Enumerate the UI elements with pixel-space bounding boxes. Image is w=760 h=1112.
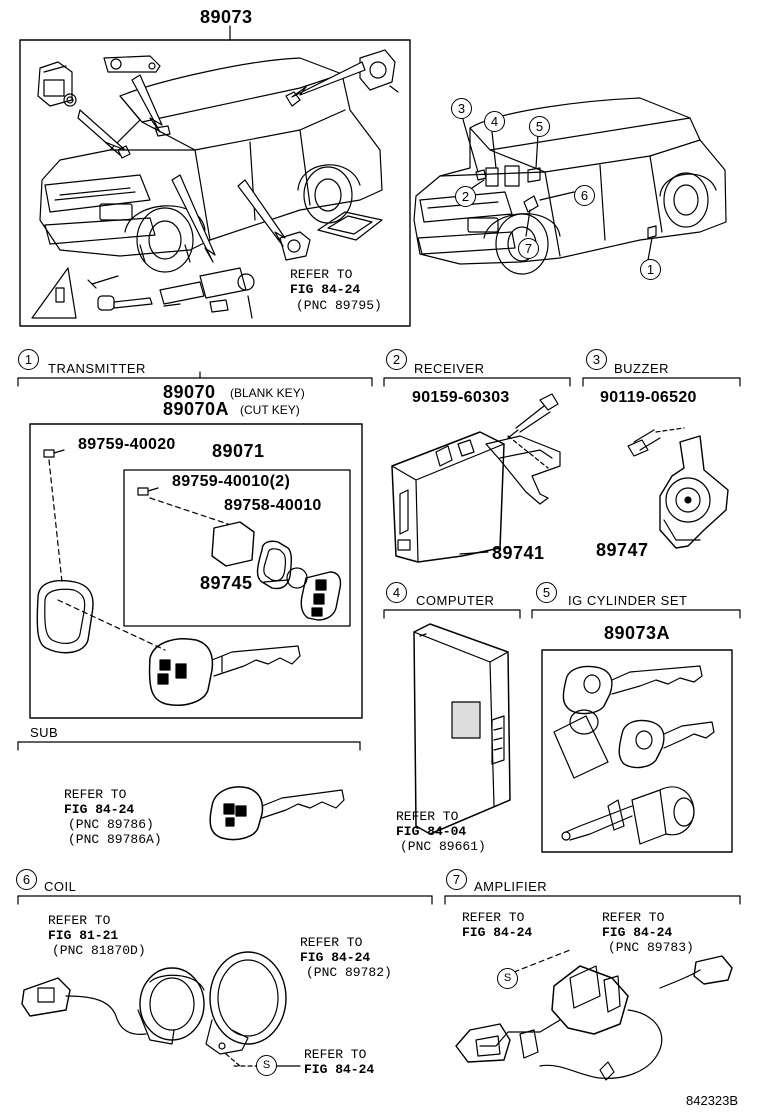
coil-refer-c-line: REFER TO: [304, 1047, 367, 1062]
receiver-drawing: [391, 393, 561, 563]
callout-4: 4: [484, 111, 505, 132]
transmitter-battery: 89745: [200, 573, 253, 593]
callout-5: 5: [529, 116, 550, 137]
computer-refer-line: FIG 84-04: [396, 824, 467, 839]
sub-refer-line: (PNC 89786A): [68, 832, 162, 847]
section-rules: [17, 371, 741, 905]
coil-refer-c-line: FIG 84-24: [304, 1062, 375, 1077]
overview-frame: [19, 25, 411, 327]
coil-title: COIL: [44, 879, 77, 894]
receiver-title: RECEIVER: [414, 361, 485, 376]
computer-title: COMPUTER: [416, 593, 495, 608]
ig-cylinder-title: IG CYLINDER SET: [568, 593, 688, 608]
buzzer-screw: 90119-06520: [600, 389, 697, 406]
coil-s-mark: S: [256, 1055, 277, 1076]
callout-3: 3: [451, 98, 472, 119]
transmitter-drawing: [29, 423, 363, 719]
coil-refer-a-line: FIG 81-21: [48, 928, 119, 943]
amplifier-refer-b-line: (PNC 89783): [608, 940, 694, 955]
amplifier-s-mark: S: [497, 968, 518, 989]
overview-refer-line: FIG 84-24: [290, 282, 361, 297]
right-vehicle-drawing: [413, 97, 727, 275]
callout-1: 1: [640, 259, 661, 280]
receiver-index: 2: [386, 349, 407, 370]
coil-refer-a-line: REFER TO: [48, 913, 111, 928]
sub-key-drawing: [209, 786, 345, 841]
receiver-bolt: 90159-60303: [412, 389, 510, 406]
buzzer-title: BUZZER: [614, 361, 669, 376]
coil-refer-a-line: (PNC 81870D): [52, 943, 146, 958]
buzzer-unit: 89747: [596, 540, 649, 560]
amplifier-refer-b-line: REFER TO: [602, 910, 665, 925]
amplifier-refer-b-line: FIG 84-24: [602, 925, 673, 940]
sub-refer-line: (PNC 89786): [68, 817, 154, 832]
transmitter-sub-assy: 89071: [212, 441, 265, 461]
computer-refer-line: (PNC 89661): [400, 839, 486, 854]
amplifier-drawing: [455, 949, 733, 1081]
overview-component-sketches: [31, 49, 399, 319]
overview-refer-line: REFER TO: [290, 267, 353, 282]
transmitter-pad: 89758-40010: [224, 497, 322, 514]
amplifier-title: AMPLIFIER: [474, 879, 548, 894]
computer-refer-line: REFER TO: [396, 809, 459, 824]
transmitter-part-blank-note: (BLANK KEY): [230, 386, 305, 400]
computer-drawing: [413, 623, 511, 835]
amplifier-refer-a-line: REFER TO: [462, 910, 525, 925]
sub-title: SUB: [30, 725, 59, 740]
buzzer-index: 3: [586, 349, 607, 370]
transmitter-index: 1: [18, 349, 39, 370]
transmitter-screw-inner: 89759-40010(2): [172, 473, 291, 490]
coil-index: 6: [16, 869, 37, 890]
transmitter-screw-outer: 89759-40020: [78, 436, 176, 453]
coil-refer-b-line: FIG 84-24: [300, 950, 371, 965]
transmitter-title: TRANSMITTER: [48, 361, 146, 376]
callout-7: 7: [518, 238, 539, 259]
coil-refer-b-line: REFER TO: [300, 935, 363, 950]
transmitter-part-cut: 89070A: [163, 399, 230, 419]
transmitter-part-blank: 89070: [163, 382, 216, 402]
computer-index: 4: [386, 582, 407, 603]
callout-2: 2: [455, 186, 476, 207]
left-vehicle-drawing: [39, 57, 383, 273]
amplifier-refer-a-line: FIG 84-24: [462, 925, 533, 940]
coil-refer-b-line: (PNC 89782): [306, 965, 392, 980]
callout-6: 6: [574, 185, 595, 206]
receiver-unit: 89741: [492, 543, 545, 563]
amplifier-index: 7: [446, 869, 467, 890]
figure-code: 842323B: [686, 1093, 739, 1108]
ig-cylinder-index: 5: [536, 582, 557, 603]
sub-refer-line: FIG 84-24: [64, 802, 135, 817]
ig-cylinder-drawing: [541, 649, 733, 853]
sub-refer-line: REFER TO: [64, 787, 127, 802]
buzzer-drawing: [627, 427, 729, 549]
coil-drawing: [21, 951, 301, 1067]
overview-refer-line: (PNC 89795): [296, 298, 382, 313]
transmitter-part-cut-note: (CUT KEY): [240, 403, 300, 417]
ig-cylinder-part-number: 89073A: [604, 623, 671, 643]
overview-part-number: 89073: [200, 7, 253, 27]
